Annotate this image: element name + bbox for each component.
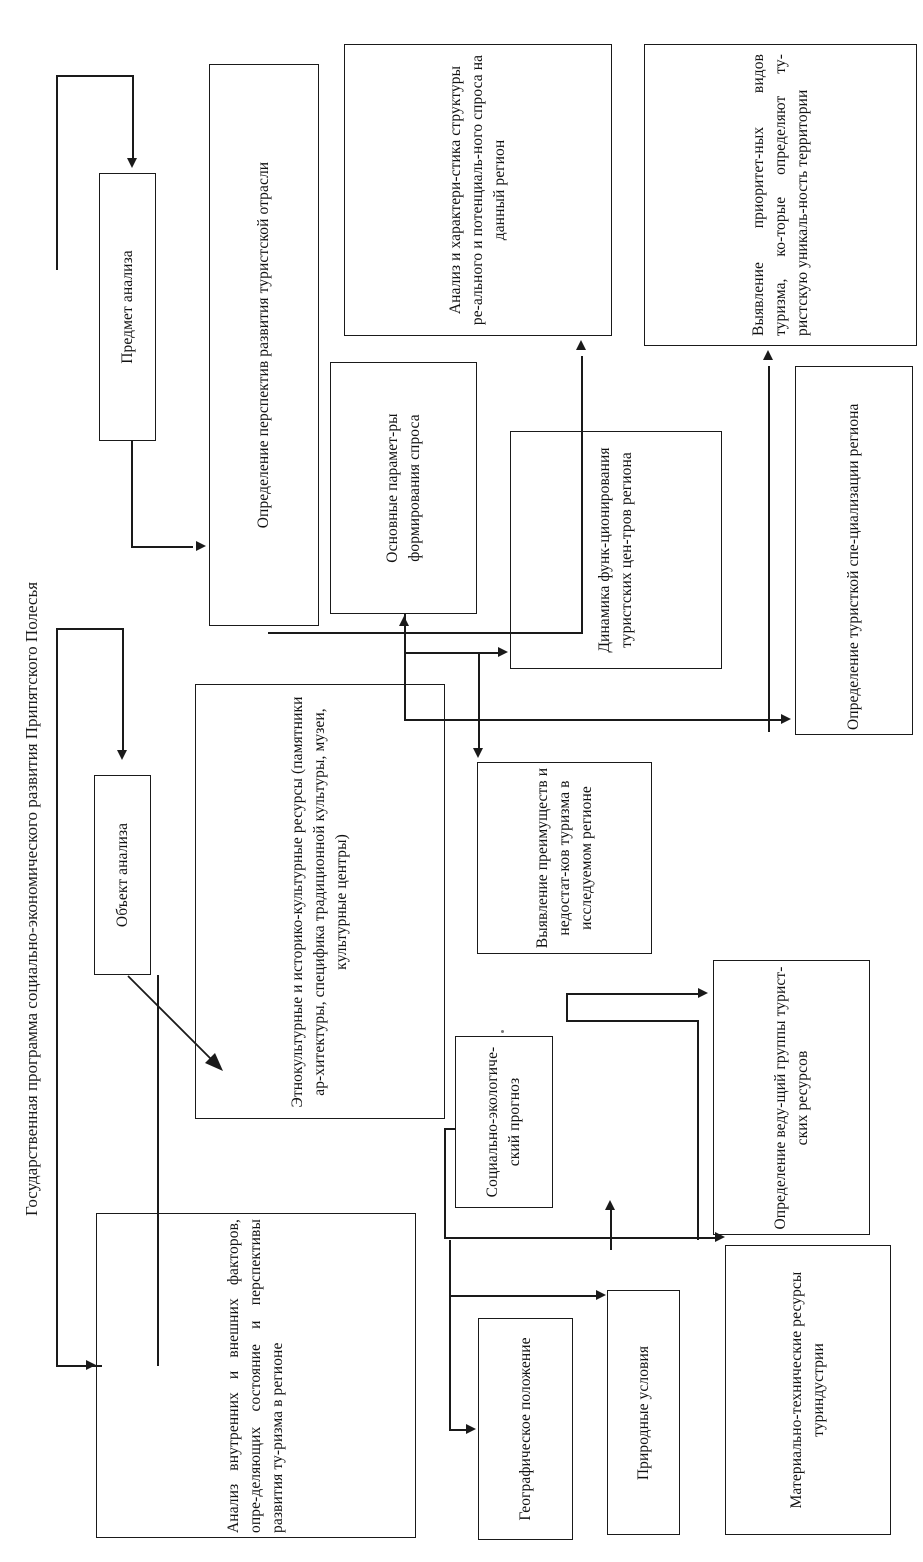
node-internal-external-label: Анализ внутренних и внешних факторов, оп… (225, 1218, 286, 1533)
arrow-to-socio-eco-forecast (605, 1200, 615, 1210)
node-geo-position-label: Географическое положение (516, 1337, 534, 1521)
arrow-to-object-of-analysis (117, 750, 127, 760)
node-object-of-analysis-label: Объект анализа (113, 822, 131, 928)
arrow-to-subject-of-analysis (127, 158, 137, 168)
node-leading-group-label: Определение веду-щий группы турист-ских … (771, 966, 811, 1229)
connector-to-leading-group-v (566, 993, 568, 1021)
title-bracket-top-vertical (56, 75, 58, 270)
connector-ethno-to-material-h (444, 1237, 719, 1239)
arrow-to-leading-group (698, 988, 708, 998)
connector-to-advantages-v (478, 652, 480, 750)
page-title: Государственная программа социально-экон… (22, 581, 41, 1216)
node-advantages-label: Выявление преимуществ и недостат-ков тур… (533, 767, 595, 949)
node-priority-types-label: Выявление приоритет-ных видов туризма, к… (749, 54, 811, 336)
connector-ethno-bottom-v (444, 1128, 446, 1238)
node-subject-of-analysis[interactable]: Предмет анализа (99, 173, 156, 441)
arrow-to-specialization (781, 714, 791, 724)
node-perspectives-label: Определение перспектив развития туристск… (255, 161, 272, 529)
node-material-resources-label: Материально-технические ресурсы туриндус… (788, 1271, 827, 1509)
node-object-of-analysis[interactable]: Объект анализа (94, 775, 151, 975)
node-advantages[interactable]: Выявление преимуществ и недостат-ков тур… (477, 762, 652, 954)
connector-object-stem (122, 628, 124, 752)
node-socio-eco-forecast-label: Социально-экологиче-ский прогноз (484, 1046, 523, 1198)
arrow-to-demand-structure (576, 340, 586, 350)
arrow-to-advantages (473, 748, 483, 758)
connector-perspectives-to-demand-structure-v (581, 356, 583, 633)
connector-socio-eco-stem (610, 1208, 612, 1250)
connector-ethno-bottom-h (444, 1128, 456, 1130)
connector-geo-feeder-h (449, 1429, 470, 1431)
connector-to-leading-group-v2 (697, 1020, 699, 1240)
connector-to-priority-types-v (768, 366, 770, 732)
arrow-to-demand-params (399, 616, 409, 626)
node-centers-dynamics-label: Динамика функ-ционирования туристских це… (596, 447, 635, 653)
connector-subject-stem (132, 75, 134, 161)
node-natural-conditions[interactable]: Природные условия (607, 1290, 680, 1535)
arrow-to-material-resources (715, 1232, 725, 1242)
title-bracket-bottom-vertical (56, 628, 58, 1366)
node-socio-eco-forecast[interactable]: Социально-экологиче-ский прогноз (455, 1036, 553, 1208)
node-subject-of-analysis-label: Предмет анализа (118, 250, 136, 364)
node-specialization-label: Определение туристкой спе-циализации рег… (845, 402, 862, 730)
connector-trunk-to-centers-dynamics (404, 652, 502, 654)
connector-object-to-ethno-diagonal (127, 975, 223, 1071)
node-perspectives[interactable]: Определение перспектив развития туристск… (209, 64, 319, 626)
node-ethno-resources-label: Этнокультурные и историко-культурные рес… (289, 696, 350, 1107)
connector-geo-feeder-v (449, 1240, 451, 1430)
arrow-to-natural-conditions (596, 1290, 606, 1300)
diagonal-arrow-icon (127, 975, 223, 1071)
node-centers-dynamics[interactable]: Динамика функ-ционирования туристских це… (510, 431, 722, 669)
node-demand-params[interactable]: Основные парамет-ры формирования спроса (330, 362, 477, 614)
connector-to-leading-group-h2 (566, 1020, 698, 1022)
node-ethno-resources[interactable]: Этнокультурные и историко-культурные рес… (195, 684, 445, 1119)
connector-trunk-to-specialization (404, 719, 785, 721)
title-bracket-top-horizontal (56, 75, 134, 77)
node-demand-params-label: Основные парамет-ры формирования спроса (383, 413, 423, 563)
node-internal-external[interactable]: Анализ внутренних и внешних факторов, оп… (96, 1213, 416, 1538)
connector-subject-to-perspectives-v (131, 441, 133, 547)
connector-ethno-left-vertical (157, 975, 159, 1366)
node-specialization[interactable]: Определение туристкой спе-циализации рег… (795, 366, 913, 735)
connector-to-leading-group-h (566, 993, 702, 995)
connector-trunk-vertical (404, 652, 406, 720)
diagram-speck (501, 1030, 504, 1033)
node-demand-structure[interactable]: Анализ и характери-стика структуры ре-ал… (344, 44, 612, 336)
node-geo-position[interactable]: Географическое положение (478, 1318, 573, 1540)
node-priority-types[interactable]: Выявление приоритет-ных видов туризма, к… (644, 44, 917, 346)
arrow-to-centers-dynamics (498, 647, 508, 657)
arrow-to-perspectives (196, 541, 206, 551)
arrow-to-internal-external (86, 1360, 96, 1370)
connector-demand-params-stem (404, 614, 406, 652)
node-material-resources[interactable]: Материально-технические ресурсы туриндус… (725, 1245, 891, 1535)
title-bracket-bottom-foot (56, 1365, 102, 1367)
node-demand-structure-label: Анализ и характери-стика структуры ре-ал… (447, 54, 508, 326)
title-bracket-bottom-horizontal (56, 628, 124, 630)
connector-subject-to-perspectives-h (131, 546, 193, 548)
node-leading-group[interactable]: Определение веду-щий группы турист-ских … (713, 960, 870, 1235)
arrow-to-geo-position (466, 1424, 476, 1434)
arrow-to-priority-types (763, 350, 773, 360)
connector-perspectives-to-demand-structure-h (268, 632, 583, 634)
node-natural-conditions-label: Природные условия (634, 1345, 652, 1480)
connector-natural-feeder-h (449, 1295, 599, 1297)
